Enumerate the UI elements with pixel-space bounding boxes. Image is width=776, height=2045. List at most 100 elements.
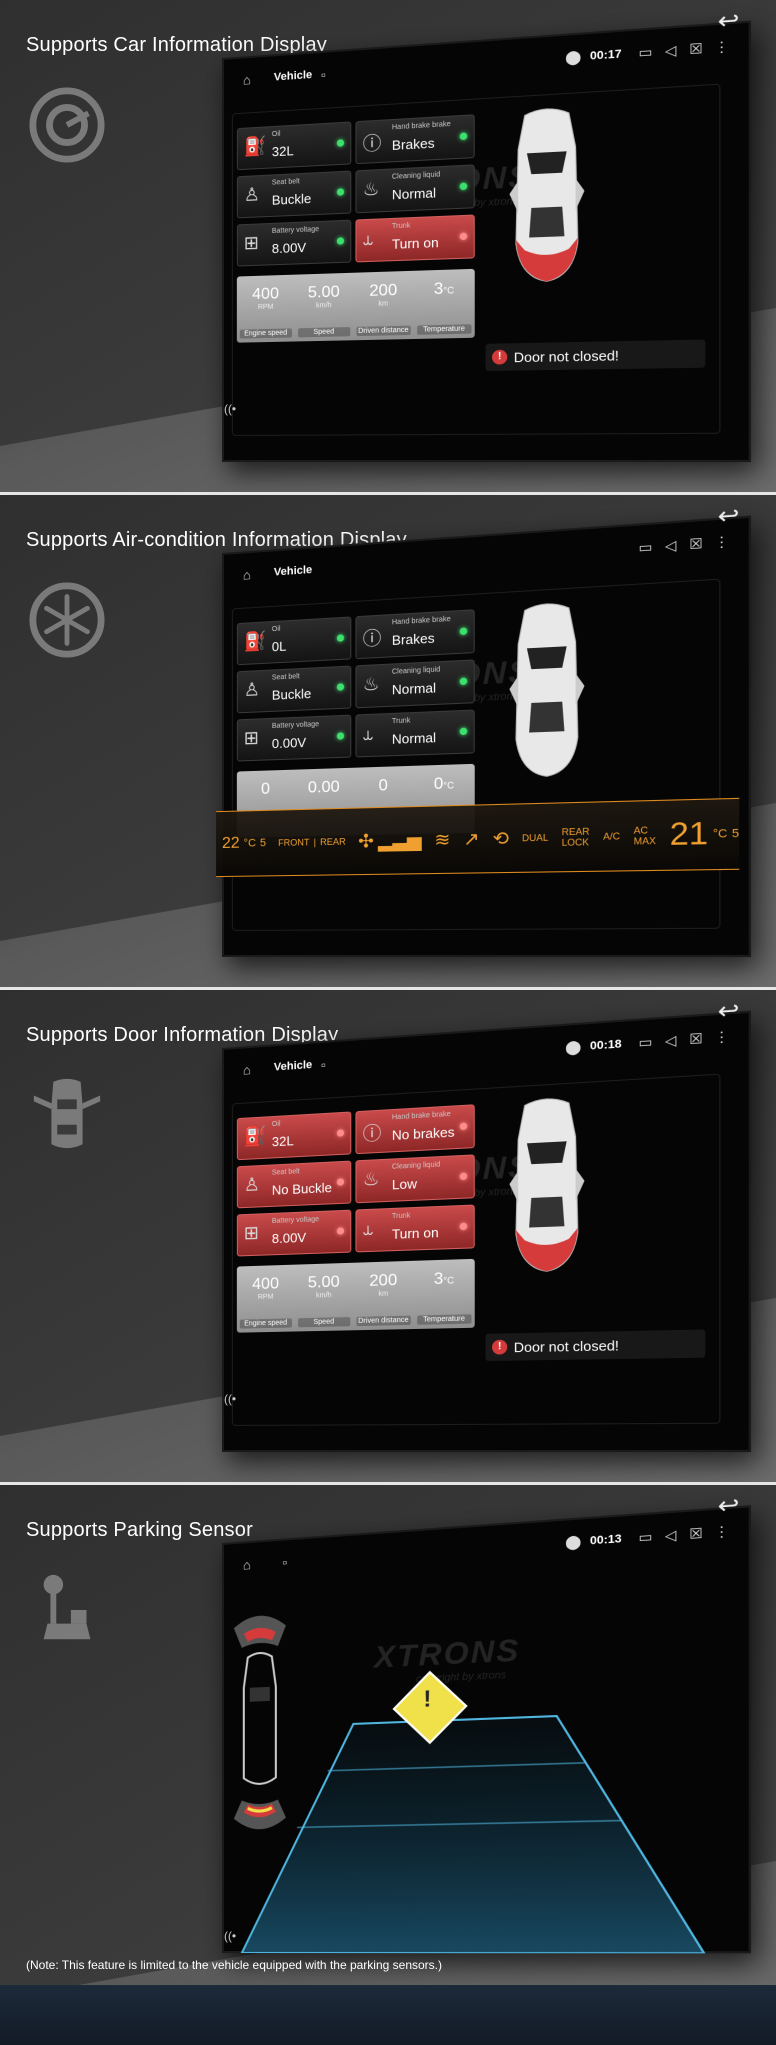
- footer-strip: [0, 1985, 776, 2045]
- home-icon[interactable]: ⌂: [242, 71, 251, 88]
- section-title: Supports Door Information Display: [26, 1024, 339, 1046]
- screenshot-icon[interactable]: ▭: [638, 538, 653, 556]
- brake-icon: ⓘ: [362, 133, 382, 155]
- home-icon[interactable]: ⌂: [242, 1556, 251, 1573]
- section-door-info: Supports Door Information Display ⌂ Vehi…: [0, 990, 776, 1485]
- seatbelt-icon: ♙: [243, 1174, 260, 1196]
- section-title: Supports Parking Sensor: [26, 1519, 253, 1541]
- status-dot: [459, 677, 468, 686]
- trunk-icon: ⥿: [362, 722, 374, 744]
- status-dot: [336, 634, 345, 642]
- status-dot: [336, 1227, 345, 1235]
- door-warning-message: !Door not closed!: [485, 339, 706, 372]
- clock: 00:13: [589, 1532, 622, 1548]
- more-menu-icon[interactable]: ⋮: [714, 533, 730, 551]
- image-icon: ▫: [321, 66, 326, 83]
- screenshot-icon[interactable]: ▭: [638, 1528, 653, 1546]
- back-arrow-icon[interactable]: ↩: [717, 1490, 740, 1520]
- screenshot-icon[interactable]: ▭: [638, 43, 653, 61]
- close-box-icon[interactable]: ☒: [689, 1524, 703, 1543]
- trunk-icon: ⥿: [362, 1217, 374, 1239]
- fan-speed[interactable]: ✣▂▃▅: [352, 829, 428, 852]
- volume-icon[interactable]: ◁: [664, 1526, 677, 1544]
- gauge-icon: [29, 87, 105, 163]
- section-title: Supports Car Information Display: [26, 34, 327, 56]
- brake-icon: ⓘ: [362, 628, 382, 650]
- home-icon[interactable]: ⌂: [242, 566, 251, 583]
- parking-sensor-note: (Note: This feature is limited to the ve…: [26, 1958, 442, 1972]
- screenshot-icon[interactable]: ▭: [638, 1033, 653, 1051]
- back-arrow-icon[interactable]: ↩: [717, 6, 740, 35]
- head-unit-screen: ⌂ Vehicle ▫ ⬤ 00:18 ▭ ◁ ☒ ⋮ ↩ XTRONS cop…: [222, 996, 752, 1453]
- parking-sensor-car: [233, 1614, 286, 1830]
- ac-max-button[interactable]: AC MAX: [633, 824, 656, 847]
- oil-icon: ⛽: [243, 135, 267, 157]
- section-air-condition: Supports Air-condition Information Displ…: [0, 495, 776, 990]
- seat-airflow-icon: ↗: [463, 827, 480, 850]
- section-parking-sensor: Supports Parking Sensor ⌂ ▫ ⬤ 00:13 ▭ ◁ …: [0, 1485, 776, 2045]
- status-dot: [459, 232, 468, 241]
- home-icon[interactable]: ⌂: [242, 1061, 251, 1078]
- ac-button[interactable]: A/C: [603, 830, 620, 842]
- location-icon: ⬤: [565, 1038, 582, 1056]
- front-rear-toggle[interactable]: FRONT|REAR: [278, 836, 346, 848]
- recirculation-icon: ⟲: [492, 827, 509, 849]
- gear-shift-icon: [43, 1574, 91, 1640]
- location-icon: ⬤: [565, 48, 582, 66]
- recirculation-button[interactable]: ⟲: [486, 827, 515, 850]
- section-title: Supports Air-condition Information Displ…: [26, 529, 407, 551]
- snowflake-icon: [29, 582, 105, 658]
- head-unit-screen: ⌂ ▫ ⬤ 00:13 ▭ ◁ ☒ ⋮ ↩ XTRONS copyright b…: [222, 1491, 752, 1954]
- close-box-icon[interactable]: ☒: [689, 535, 703, 553]
- oil-icon: ⛽: [243, 1125, 267, 1147]
- more-menu-icon[interactable]: ⋮: [714, 38, 730, 56]
- more-menu-icon[interactable]: ⋮: [714, 1523, 730, 1541]
- screen-title: Vehicle: [273, 1058, 313, 1074]
- close-box-icon[interactable]: ☒: [689, 40, 703, 58]
- defrost-icon: ≋: [434, 828, 451, 850]
- more-menu-icon[interactable]: ⋮: [714, 1028, 730, 1046]
- dual-button[interactable]: DUAL: [522, 832, 549, 844]
- rear-lock-button[interactable]: REAR LOCK: [561, 826, 590, 848]
- close-box-icon[interactable]: ☒: [689, 1030, 703, 1048]
- status-dot: [459, 1222, 468, 1231]
- back-arrow-icon[interactable]: ↩: [717, 501, 740, 530]
- volume-icon[interactable]: ◁: [664, 41, 677, 59]
- battery-icon: ⊞: [243, 1222, 259, 1244]
- status-dot: [459, 627, 468, 636]
- wifi-icon: ((•: [223, 1391, 237, 1406]
- warning-icon: !: [492, 349, 508, 365]
- volume-icon[interactable]: ◁: [664, 536, 677, 554]
- status-dot: [336, 188, 345, 196]
- car-doors-icon: [33, 1078, 101, 1149]
- status-dot: [336, 139, 345, 147]
- back-arrow-icon[interactable]: ↩: [717, 996, 740, 1025]
- volume-icon[interactable]: ◁: [664, 1031, 677, 1049]
- parking-guide-lines: [222, 1555, 751, 1953]
- status-dot: [459, 1122, 468, 1131]
- air-direction-button[interactable]: ↗: [457, 828, 486, 850]
- defrost-button[interactable]: ≋: [428, 828, 457, 850]
- status-dot: [336, 237, 345, 245]
- wifi-icon: ((•: [223, 1928, 237, 1943]
- brake-icon: ⓘ: [362, 1123, 382, 1145]
